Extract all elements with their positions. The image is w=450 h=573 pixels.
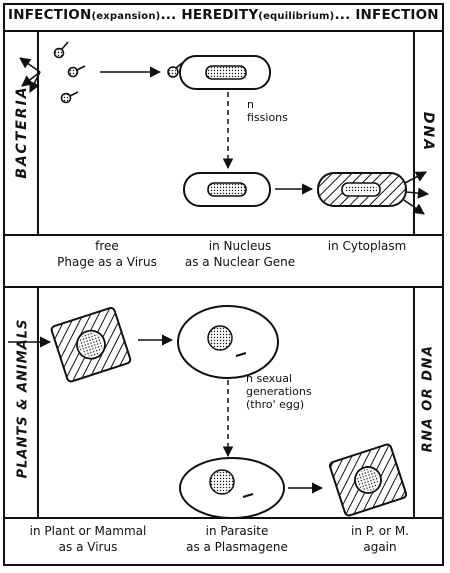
title-heredity: ... HEREDITY: [160, 7, 259, 23]
generations-line-3: (thro' egg): [246, 398, 305, 411]
diagram-title: INFECTION(expansion)... HEREDITY(equilib…: [8, 7, 442, 23]
free-phages: [53, 41, 86, 104]
bacterium-nucleus: [205, 65, 247, 80]
panel-divider: [3, 286, 444, 288]
caption-free: free: [95, 239, 119, 253]
caption-in-nucleus: in Nucleus: [208, 239, 272, 253]
title-infection-2: ... INFECTION: [334, 7, 439, 23]
bacteria-left-rule: [37, 31, 39, 235]
phage-icon: [60, 91, 79, 104]
caption-in-parasite: in Parasite: [205, 524, 269, 538]
caption-again: again: [363, 540, 397, 554]
prophage-nucleus: [207, 182, 247, 197]
caption-nuclear-gene: as a Nuclear Gene: [184, 255, 296, 269]
title-infection-1: INFECTION: [8, 7, 92, 23]
caption-p-or-m: in P. or M. again: [330, 523, 430, 555]
generations-line-2: generations: [246, 385, 312, 398]
caption-plasmagene: as a Plasmagene: [186, 540, 288, 554]
caption-nucleus: in Nucleus as a Nuclear Gene: [170, 238, 310, 270]
caption-phage-virus: Phage as a Virus: [57, 255, 157, 269]
bacteria-caption-divider: [3, 234, 444, 236]
release-arrows: [403, 171, 430, 215]
caption-as-virus: as a Virus: [58, 540, 118, 554]
phage-icon: [67, 65, 86, 78]
title-expansion: (expansion): [91, 11, 161, 22]
fission-word: fissions: [247, 111, 288, 124]
infected-plant-cell: [50, 306, 132, 383]
caption-free-phage: free Phage as a Virus: [42, 238, 172, 270]
caption-plant-mammal: in Plant or Mammal as a Virus: [8, 523, 168, 555]
phage-icon: [53, 41, 69, 59]
plants-right-rule: [413, 288, 415, 518]
title-equilibrium: (equilibrium): [258, 11, 335, 22]
plasmagene-mark-2: [242, 493, 254, 498]
plants-left-rule: [37, 288, 39, 518]
expansion-arrows: [19, 57, 41, 94]
attached-phage-icon: [167, 62, 183, 78]
caption-parasite: in Parasite as a Plasmagene: [172, 523, 302, 555]
bacteria-right-rule: [413, 31, 415, 235]
caption-in-cytoplasm: in Cytoplasm: [327, 239, 407, 253]
generations-label: n sexual generations (thro' egg): [246, 372, 312, 411]
outer-frame: [3, 3, 444, 566]
generations-line-1: n sexual: [246, 372, 293, 385]
fission-label: n fissions: [247, 98, 288, 124]
plasmagene-mark: [235, 352, 247, 357]
fission-count: n: [247, 98, 254, 111]
caption-cytoplasm: in Cytoplasm: [312, 238, 422, 254]
title-divider: [3, 30, 444, 32]
caption-in-p-or-m: in P. or M.: [350, 524, 409, 538]
caption-in-plant-mammal: in Plant or Mammal: [29, 524, 147, 538]
reinfected-plant-cell: [328, 443, 408, 517]
